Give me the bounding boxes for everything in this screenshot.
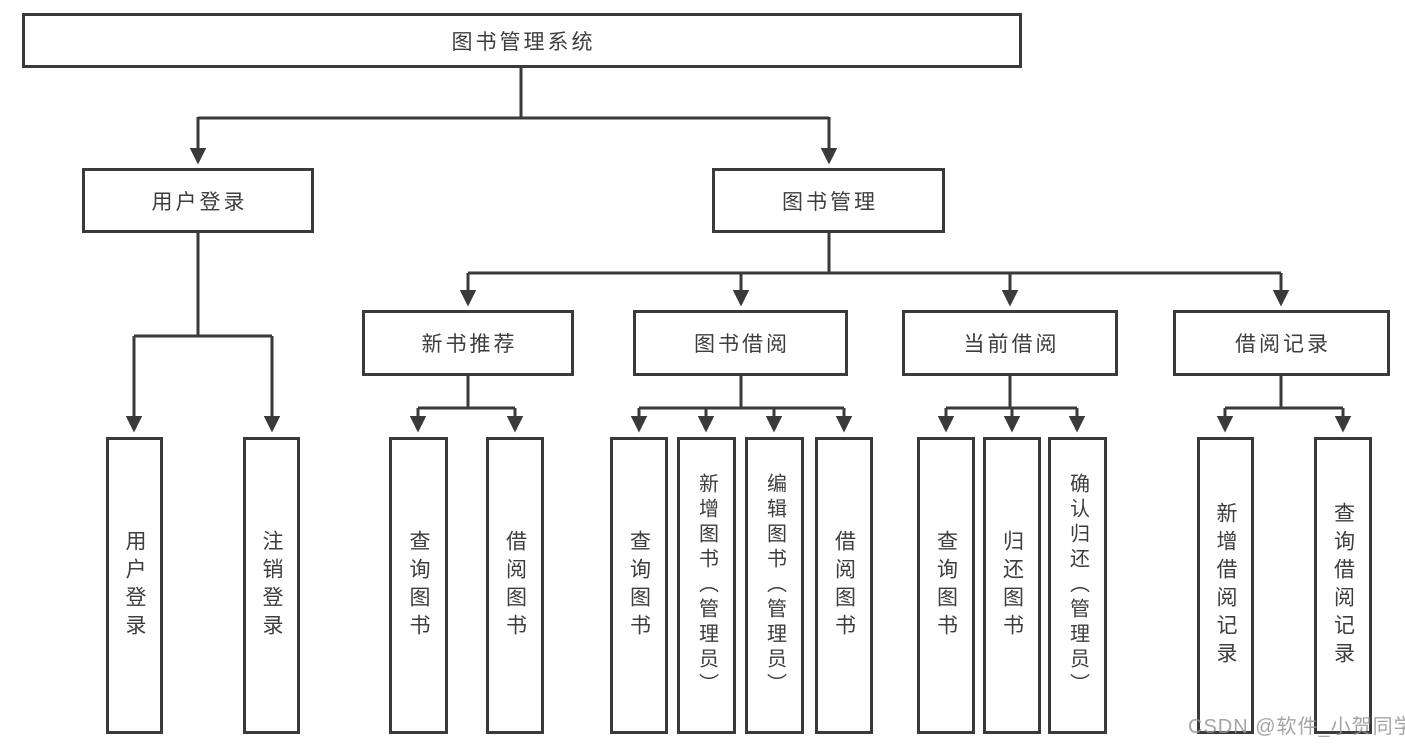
leaf-add-book-admin: 新增图书（管理员） xyxy=(677,437,736,734)
leaf-return-book: 归还图书 xyxy=(983,437,1041,734)
leaf-query-book-rec: 查询图书 xyxy=(389,437,448,734)
leaf-confirm-return-admin: 确认归还（管理员） xyxy=(1048,437,1107,734)
connector-sec1-trunk xyxy=(639,376,844,410)
leaf-query-borrow-record: 查询借阅记录 xyxy=(1314,437,1372,734)
connector-sec3-trunk xyxy=(1225,376,1343,410)
leaf-query-book-current: 查询图书 xyxy=(917,437,975,734)
node-borrowing-records: 借阅记录 xyxy=(1173,310,1390,376)
node-book-management: 图书管理 xyxy=(712,168,945,233)
leaf-logout: 注销登录 xyxy=(243,437,300,734)
leaf-user-login: 用户登录 xyxy=(106,437,163,734)
connector-book-trunk xyxy=(468,233,1281,275)
connector-sec0-trunk xyxy=(418,376,515,410)
node-new-book-recommendation: 新书推荐 xyxy=(362,310,574,376)
leaf-borrow-book: 借阅图书 xyxy=(815,437,873,734)
csdn-watermark: CSDN @软件_小贺同学 xyxy=(1188,716,1405,738)
leaf-query-book-borrow: 查询图书 xyxy=(610,437,668,734)
node-current-borrowing: 当前借阅 xyxy=(902,310,1118,376)
connector-sec2-trunk xyxy=(946,376,1077,410)
leaf-add-borrow-record: 新增借阅记录 xyxy=(1197,437,1254,734)
leaf-borrow-book-rec: 借阅图书 xyxy=(486,437,544,734)
connector-root-trunk xyxy=(198,68,829,120)
node-root-system: 图书管理系统 xyxy=(22,13,1022,68)
node-book-borrowing: 图书借阅 xyxy=(633,310,848,376)
connector-user-trunk xyxy=(134,233,272,338)
node-user-login-branch: 用户登录 xyxy=(82,168,314,233)
leaf-edit-book-admin: 编辑图书（管理员） xyxy=(745,437,804,734)
